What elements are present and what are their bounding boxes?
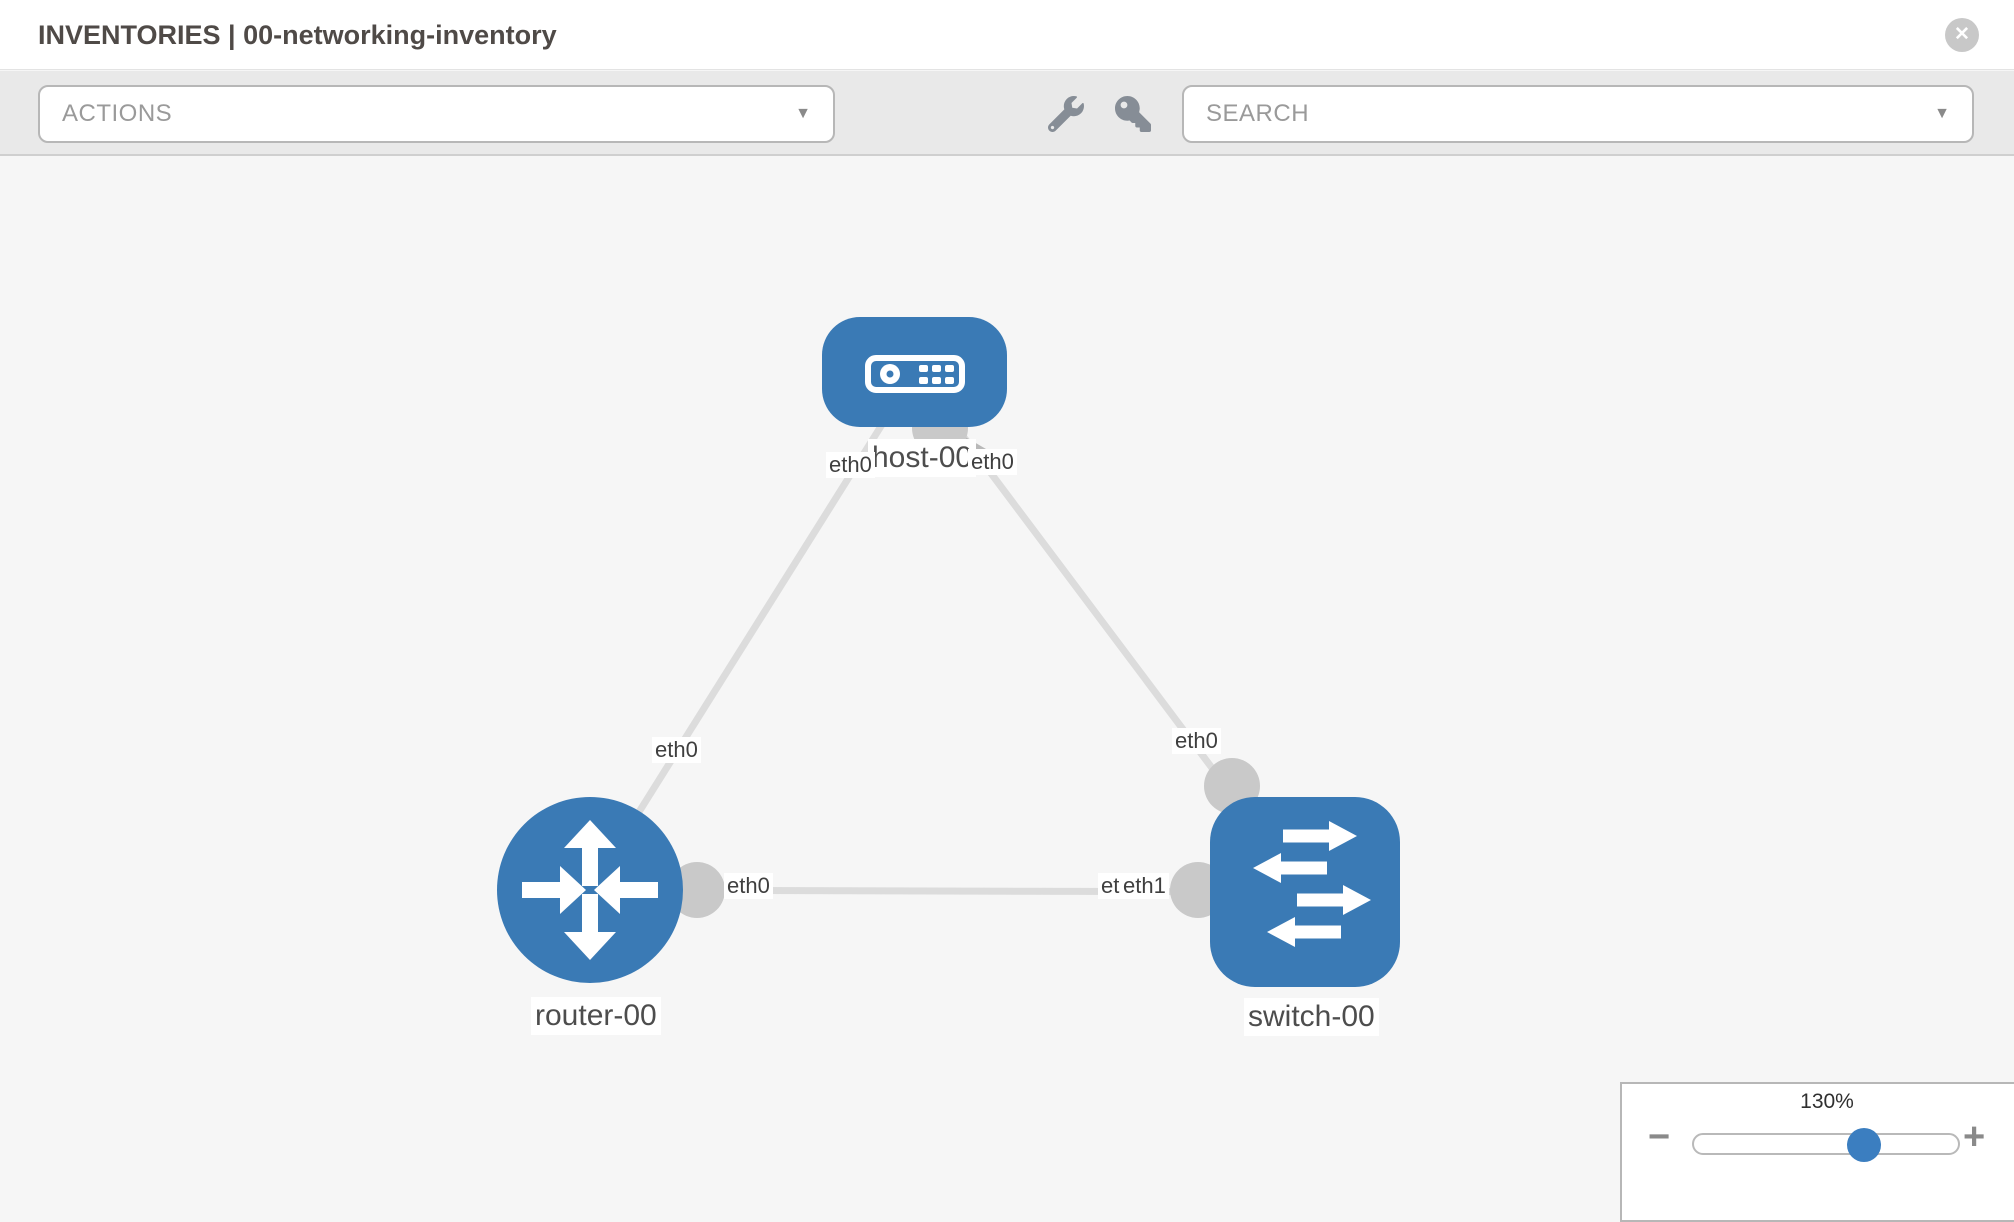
- chevron-down-icon: ▼: [795, 105, 811, 122]
- toolbar: ACTIONS ▼ SEARCH ▼: [0, 71, 2014, 156]
- actions-dropdown-label: ACTIONS: [62, 100, 173, 127]
- wrench-icon[interactable]: [1048, 96, 1084, 132]
- interface-connector-router: [669, 862, 725, 918]
- if-label-host-to-router: eth0: [826, 452, 875, 478]
- if-label-host-to-switch: eth0: [968, 449, 1017, 475]
- zoom-slider-thumb[interactable]: [1847, 1128, 1881, 1162]
- if-label-switch-to-host: eth0: [1172, 728, 1221, 754]
- search-dropdown-label: SEARCH: [1206, 100, 1310, 127]
- zoom-level-value: 130%: [1800, 1090, 1854, 1113]
- host-icon: [865, 355, 965, 393]
- topology-graph: [497, 317, 1400, 987]
- switch-icon: [1253, 821, 1371, 947]
- actions-dropdown[interactable]: ACTIONS ▼: [38, 85, 835, 143]
- chevron-down-icon: ▼: [1934, 105, 1950, 122]
- close-icon[interactable]: ✕: [1945, 18, 1979, 52]
- if-label-switch-to-router: eth1: [1120, 873, 1169, 899]
- zoom-out-button[interactable]: −: [1648, 1116, 1671, 1158]
- node-router-00[interactable]: [497, 797, 683, 983]
- search-dropdown[interactable]: SEARCH ▼: [1182, 85, 1974, 143]
- node-host-00[interactable]: [822, 317, 1007, 427]
- zoom-control-panel: 130% − +: [1620, 1082, 2014, 1222]
- node-label-router: router-00: [531, 997, 661, 1035]
- zoom-in-button[interactable]: +: [1963, 1116, 1986, 1158]
- node-switch-00[interactable]: [1210, 797, 1400, 987]
- if-label-router-to-switch: eth0: [724, 873, 773, 899]
- router-icon: [522, 820, 658, 960]
- page-title: INVENTORIES | 00-networking-inventory: [38, 20, 557, 50]
- if-label-router-to-host: eth0: [652, 737, 701, 763]
- topology-canvas[interactable]: host-00 router-00 switch-00 eth0 eth0 et…: [0, 158, 2014, 1200]
- node-label-switch: switch-00: [1244, 998, 1379, 1036]
- zoom-slider-track[interactable]: [1692, 1133, 1960, 1155]
- node-label-host: host-00: [868, 439, 977, 477]
- key-icon[interactable]: [1115, 96, 1151, 132]
- window-header: INVENTORIES | 00-networking-inventory ✕: [0, 0, 2014, 70]
